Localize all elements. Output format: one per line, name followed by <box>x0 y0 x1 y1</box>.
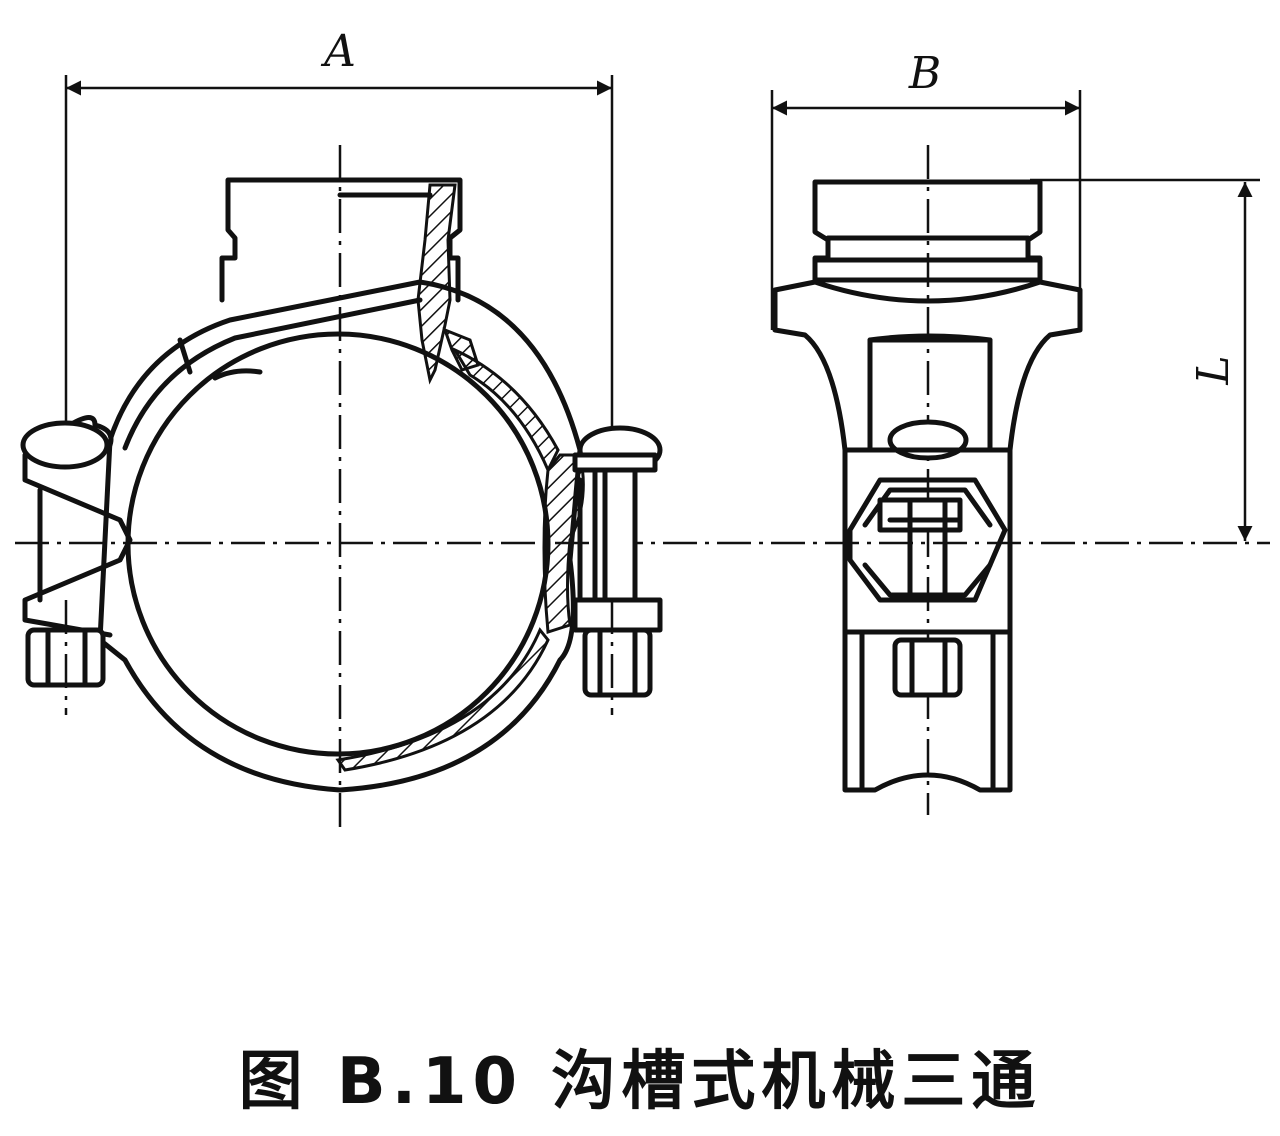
housing-outline <box>97 279 583 793</box>
sectioned-outlet <box>416 183 457 385</box>
side-clamp-block <box>842 447 1013 635</box>
outlet-stem <box>219 177 463 303</box>
groove-mechanical-tee-drawing: A <box>15 26 1270 835</box>
dimension-a-label: A <box>320 26 356 77</box>
figure-caption: 图 B.10 沟槽式机械三通 <box>238 1045 1042 1119</box>
dimension-b-label: B <box>908 48 941 99</box>
sectioned-housing-right <box>451 346 560 474</box>
side-bolt-head <box>887 419 969 461</box>
upper-saddle-band <box>122 297 423 451</box>
side-gasket <box>877 497 963 533</box>
right-nut <box>582 627 653 698</box>
dimension-l-label: L <box>1188 355 1239 385</box>
front-view: A <box>15 26 1270 835</box>
side-body <box>772 279 1083 453</box>
side-nut <box>892 637 963 698</box>
side-view: B L <box>770 48 1260 815</box>
